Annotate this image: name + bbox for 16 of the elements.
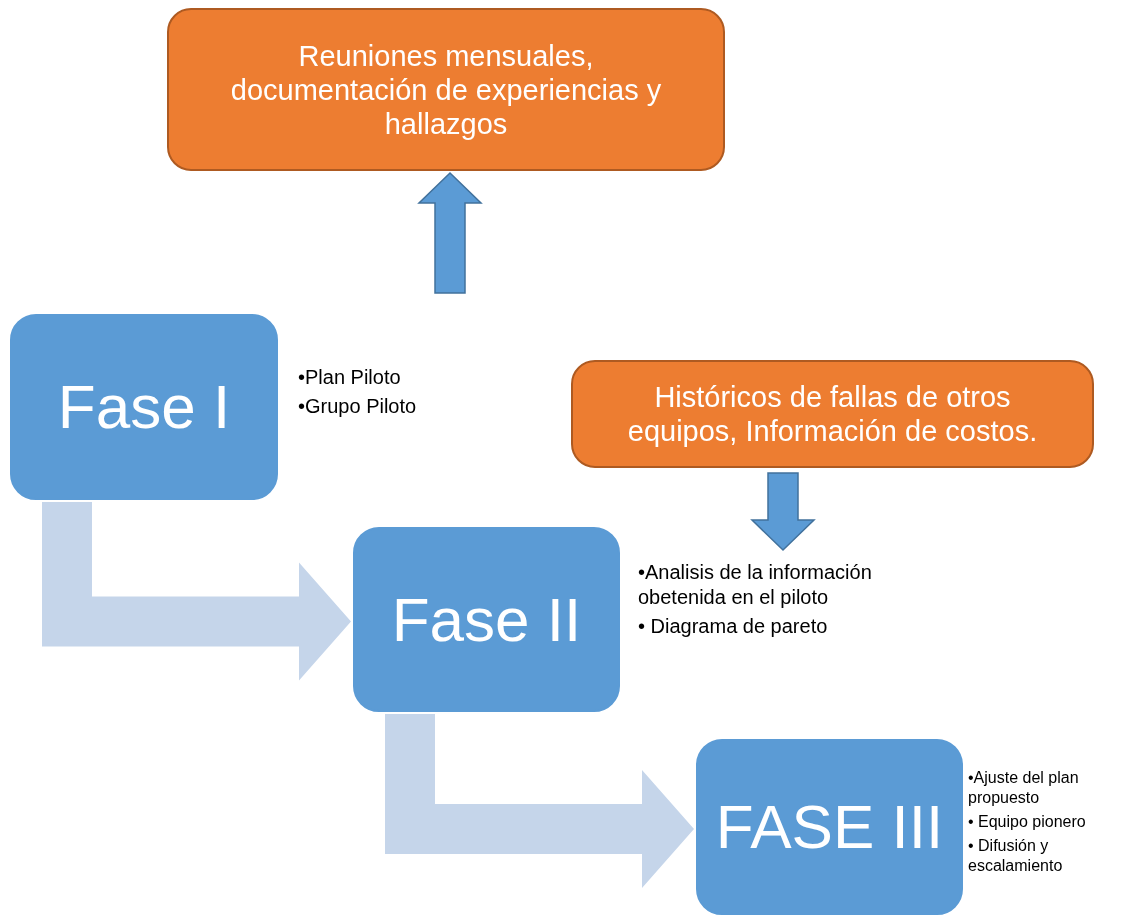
- bullet-text: • Difusión y escalamiento: [968, 836, 1064, 876]
- bullet-text: • Equipo pionero: [968, 812, 1087, 832]
- bullet-text: •Ajuste del plan propuesto: [968, 768, 1080, 808]
- phase-box: Fase I: [10, 314, 278, 500]
- bullet-text: •Plan Piloto: [298, 365, 402, 390]
- bullet-text: •Analisis de la información obetenida en el piloto: [638, 560, 873, 610]
- block-arrow: [750, 472, 816, 552]
- info-box: Reuniones mensuales, documentación de experiencias y hallazgos: [167, 8, 725, 171]
- block-arrow: [385, 714, 694, 888]
- block-arrow: [417, 171, 483, 294]
- phase-box: FASE III: [696, 739, 963, 915]
- bullet-text: •Grupo Piloto: [298, 394, 418, 419]
- bullet-text: • Diagrama de pareto: [638, 614, 829, 639]
- block-arrow: [42, 502, 351, 681]
- info-box: Históricos de fallas de otros equipos, Información de costos.: [571, 360, 1094, 468]
- phase-box: Fase II: [353, 527, 620, 712]
